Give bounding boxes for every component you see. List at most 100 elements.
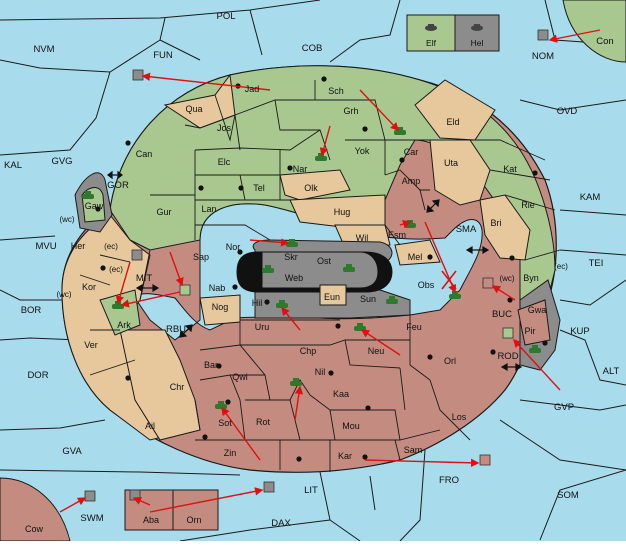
brown-label-obs: Obs [418, 280, 435, 290]
green-label-eld: Eld [446, 117, 459, 127]
green-label-qua: Qua [185, 104, 202, 114]
brown-label-rot: Rot [256, 417, 271, 427]
brown-label-orl: Orl [444, 356, 456, 366]
tan-label-ail: Ail [145, 421, 155, 431]
tan-label-kor: Kor [82, 282, 96, 292]
tan-label-mel: Mel [408, 252, 423, 262]
sea-label-con: Con [596, 36, 613, 47]
army-unit [262, 265, 274, 273]
green-label-nor: Nor [226, 242, 241, 252]
sea-label-fun: FUN [153, 50, 173, 61]
sea-label-kam: KAM [580, 192, 601, 203]
tan-label-her: Her [71, 241, 86, 251]
coast-label-wc: (wc) [56, 290, 71, 299]
army-unit [276, 300, 288, 308]
sea-label-cob: COB [302, 43, 323, 54]
sea-label-tei: TEI [589, 258, 604, 269]
dark-label-sun: Sun [360, 294, 376, 304]
sea-label-rod: ROD [497, 351, 518, 362]
brown-label-sot: Sot [218, 418, 232, 428]
dark-region-web-ost [261, 251, 379, 289]
sea-label-bor: BOR [21, 305, 42, 316]
army-unit [290, 378, 302, 386]
tan-label-olk: Olk [304, 183, 318, 193]
green-label-byn: Byn [523, 273, 539, 283]
brown-label-kaa: Kaa [333, 389, 349, 399]
dark-label-web: Web [285, 273, 303, 283]
green-label-rie: Rie [521, 200, 535, 210]
green-label-sap: Sap [193, 252, 209, 262]
army-unit [394, 127, 406, 135]
sea-label-alt: ALT [603, 366, 620, 377]
fleet-unit [263, 481, 275, 493]
brown-label-pir: Pir [525, 326, 536, 336]
tan-label-hug: Hug [334, 207, 351, 217]
sea-label-nvm: NVM [33, 44, 54, 55]
brown-label-bar: Bar [204, 360, 218, 370]
green-label-tel: Tel [253, 183, 265, 193]
army-unit [386, 296, 398, 304]
green-label-can: Can [136, 149, 153, 159]
brown-label-nab: Nab [209, 283, 226, 293]
tan-label-bri: Bri [491, 218, 502, 228]
sea-label-sma: SMA [456, 224, 477, 235]
sea-label-nom: NOM [532, 51, 554, 62]
movement-orders [59, 29, 601, 513]
sea-label-rbu: RBU [166, 324, 186, 335]
sea-label-dor: DOR [27, 370, 48, 381]
brown-label-sam: Sam [404, 445, 423, 455]
legend-elf-icon [425, 24, 437, 31]
green-label-jad: Jad [245, 84, 260, 94]
sea-label-swm: SWM [80, 513, 103, 524]
tan-region-eun-box [319, 284, 347, 306]
tan-label-eun: Eun [324, 292, 340, 302]
green-label-gaw: Gaw [85, 201, 104, 211]
coast-label-ec: (ec) [104, 242, 118, 251]
double-arrows [107, 170, 523, 372]
sea-label-buc: BUC [492, 309, 512, 320]
sea-label-som: SOM [557, 490, 579, 501]
green-label-grh: Grh [343, 106, 358, 116]
land-orn [172, 489, 219, 531]
tan-region-olk [279, 169, 351, 201]
sea-label-fro: FRO [439, 475, 459, 486]
green-label-nar: Nar [293, 164, 308, 174]
brown-label-orn: Orn [186, 515, 201, 525]
fleet-units [84, 29, 549, 502]
coast-label-wc: (wc) [59, 215, 74, 224]
green-label-kat: Kat [503, 164, 517, 174]
tan-label-chr: Chr [170, 382, 185, 392]
green-label-car: Car [404, 147, 419, 157]
legend-label-hel: Hel [471, 38, 484, 48]
coast-label-ec: (ec) [554, 262, 568, 271]
green-label-elc: Elc [218, 157, 231, 167]
sea-label-gvg: GVG [51, 156, 72, 167]
green-label-gur: Gur [156, 207, 171, 217]
brown-label-uru: Uru [255, 322, 270, 332]
legend-hel-icon [471, 24, 483, 31]
brown-label-feu: Feu [406, 322, 422, 332]
tan-label-nog: Nog [212, 302, 229, 312]
legend-elf-swatch [406, 14, 456, 52]
brown-label-los: Los [452, 412, 467, 422]
coast-label-ec: (ec) [109, 265, 123, 274]
green-label-amp: Amp [402, 176, 421, 186]
brown-label-hil: Hil [252, 298, 263, 308]
coast-label-wc: (wc) [499, 274, 514, 283]
sea-label-kal: KAL [4, 160, 22, 171]
tan-region-qua [163, 73, 236, 129]
sea-label-kup: KUP [570, 326, 590, 337]
legend-icons [425, 24, 483, 31]
sea-label-gva: GVA [62, 446, 82, 457]
army-unit [529, 345, 541, 353]
army-unit [82, 191, 94, 199]
brown-label-cow: Cow [25, 524, 44, 534]
green-label-jos: Jos [217, 123, 232, 133]
fleet-unit [479, 454, 491, 466]
fleet-unit [537, 29, 549, 41]
brown-label-zin: Zin [224, 448, 237, 458]
